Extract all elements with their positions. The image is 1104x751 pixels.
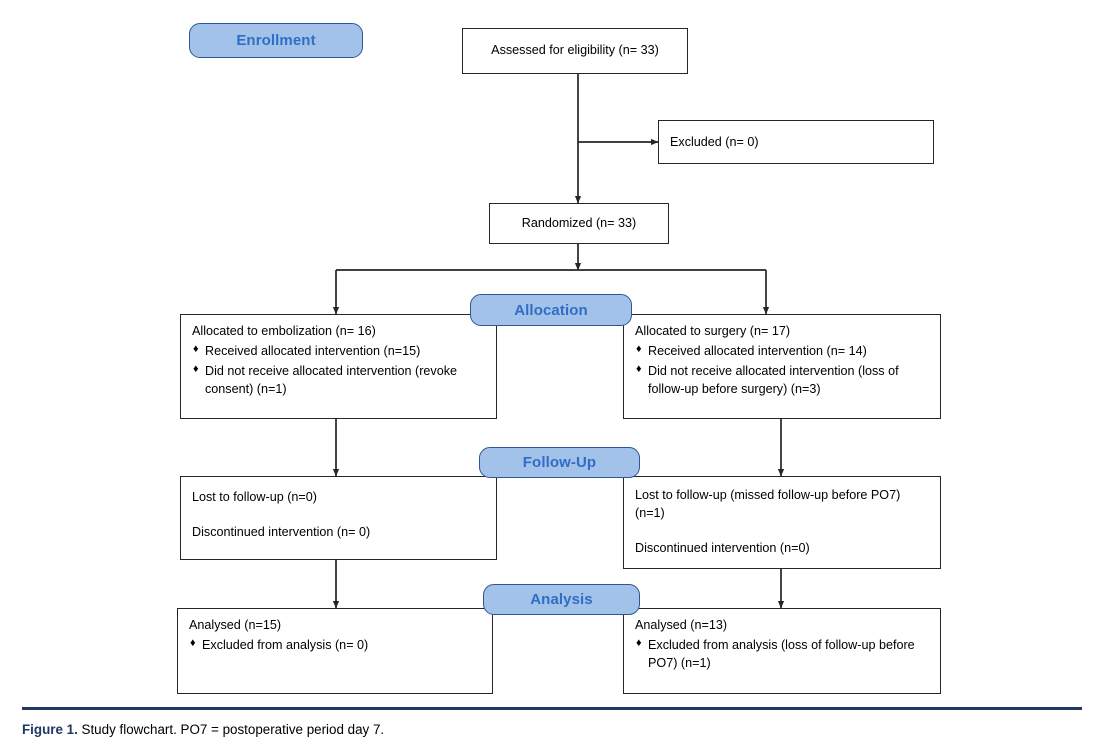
node-excluded: Excluded (n= 0) xyxy=(658,120,934,164)
diamond-bullet-icon: ♦ xyxy=(636,363,642,376)
figure-caption: Figure 1. Study flowchart. PO7 = postope… xyxy=(22,722,384,737)
list-item-text: Did not receive allocated intervention (… xyxy=(648,363,899,396)
node-followup-embolization: Lost to follow-up (n=0) Discontinued int… xyxy=(180,476,497,560)
node-allocated-embolization-bullets: ♦ Received allocated intervention (n=15)… xyxy=(192,343,486,399)
node-randomized: Randomized (n= 33) xyxy=(489,203,669,244)
stage-badge-analysis: Analysis xyxy=(483,584,640,615)
list-item-text: Received allocated intervention (n= 14) xyxy=(648,343,867,358)
node-analysis-embolization-bullets: ♦ Excluded from analysis (n= 0) xyxy=(189,637,482,655)
figure-caption-label: Figure 1. xyxy=(22,722,78,737)
node-analysis-surgery: Analysed (n=13) ♦ Excluded from analysis… xyxy=(623,608,941,694)
node-allocated-embolization: Allocated to embolization (n= 16) ♦ Rece… xyxy=(180,314,497,419)
list-item: ♦ Did not receive allocated intervention… xyxy=(192,363,486,399)
node-analysis-surgery-bullets: ♦ Excluded from analysis (loss of follow… xyxy=(635,637,930,673)
list-item-text: Excluded from analysis (n= 0) xyxy=(202,637,369,652)
diamond-bullet-icon: ♦ xyxy=(193,343,199,356)
stage-label-followup: Follow-Up xyxy=(522,454,597,471)
node-followup-surgery: Lost to follow-up (missed follow-up befo… xyxy=(623,476,941,569)
node-assessed-for-eligibility: Assessed for eligibility (n= 33) xyxy=(462,28,688,74)
node-analysis-surgery-title: Analysed (n=13) xyxy=(635,618,728,632)
node-allocated-embolization-title: Allocated to embolization (n= 16) xyxy=(192,324,376,338)
node-allocated-surgery: Allocated to surgery (n= 17) ♦ Received … xyxy=(623,314,941,419)
node-followup-embolization-line1: Lost to follow-up (n=0) xyxy=(192,490,317,504)
stage-badge-allocation: Allocation xyxy=(470,294,632,326)
node-randomized-title: Randomized (n= 33) xyxy=(521,215,637,230)
stage-label-allocation: Allocation xyxy=(514,301,588,319)
stage-badge-enrollment: Enrollment xyxy=(189,23,363,58)
list-item: ♦ Received allocated intervention (n= 14… xyxy=(635,343,930,361)
stage-label-analysis: Analysis xyxy=(530,591,593,608)
stage-label-enrollment: Enrollment xyxy=(236,32,316,49)
diamond-bullet-icon: ♦ xyxy=(193,363,199,376)
node-analysis-embolization-title: Analysed (n=15) xyxy=(189,618,282,632)
node-allocated-surgery-title: Allocated to surgery (n= 17) xyxy=(635,324,791,338)
list-item: ♦ Excluded from analysis (loss of follow… xyxy=(635,637,930,673)
list-item-text: Received allocated intervention (n=15) xyxy=(205,343,421,358)
list-item: ♦ Did not receive allocated intervention… xyxy=(635,363,930,399)
node-followup-embolization-line2: Discontinued intervention (n= 0) xyxy=(192,524,371,539)
diamond-bullet-icon: ♦ xyxy=(636,343,642,356)
list-item-text: Did not receive allocated intervention (… xyxy=(205,363,458,396)
caption-divider xyxy=(22,707,1082,710)
node-followup-surgery-line2: Discontinued intervention (n=0) xyxy=(635,540,810,555)
node-analysis-embolization: Analysed (n=15) ♦ Excluded from analysis… xyxy=(177,608,493,694)
diamond-bullet-icon: ♦ xyxy=(636,637,642,650)
node-followup-surgery-line1: Lost to follow-up (missed follow-up befo… xyxy=(635,488,901,520)
list-item: ♦ Excluded from analysis (n= 0) xyxy=(189,637,482,655)
list-item-text: Excluded from analysis (loss of follow-u… xyxy=(648,637,915,670)
node-allocated-surgery-bullets: ♦ Received allocated intervention (n= 14… xyxy=(635,343,930,399)
stage-badge-followup: Follow-Up xyxy=(479,447,640,478)
list-item: ♦ Received allocated intervention (n=15) xyxy=(192,343,486,361)
node-assessed-title: Assessed for eligibility (n= 33) xyxy=(491,43,659,58)
node-excluded-title: Excluded (n= 0) xyxy=(670,135,759,150)
figure-caption-text: Study flowchart. PO7 = postoperative per… xyxy=(77,722,385,737)
diamond-bullet-icon: ♦ xyxy=(190,637,196,650)
